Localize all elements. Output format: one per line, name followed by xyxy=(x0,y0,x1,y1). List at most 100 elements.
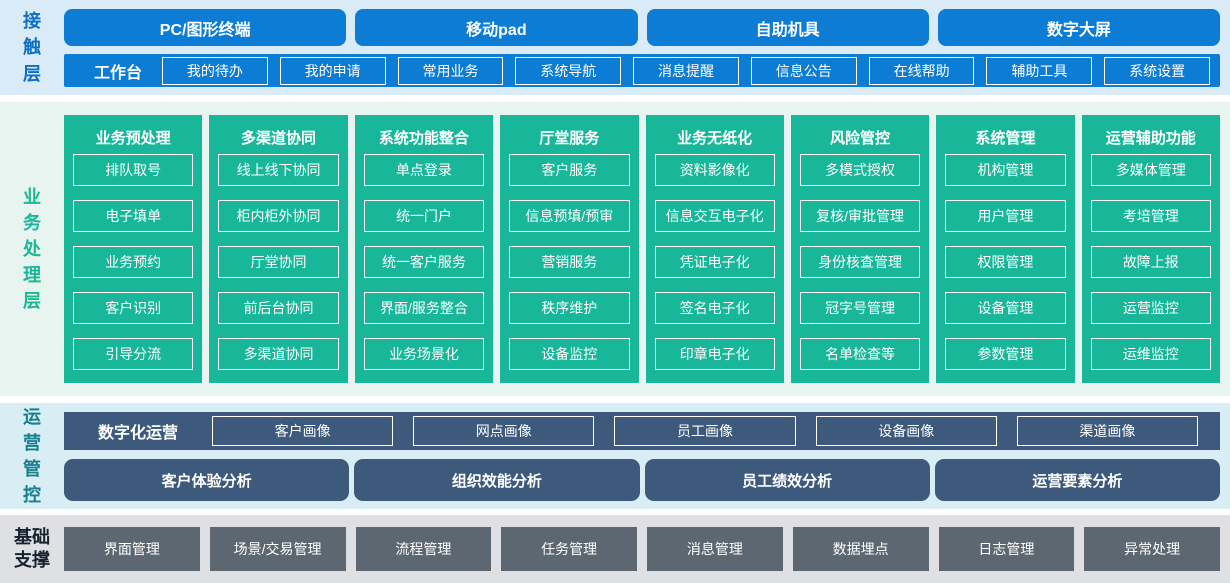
channel-pill: 数字大屏 xyxy=(937,9,1220,47)
business-item: 多媒体管理 xyxy=(1090,154,1211,186)
channel-pill: PC/图形终端 xyxy=(64,9,347,47)
business-column-ops-aux: 运营辅助功能 多媒体管理考培管理故障上报运营监控运维监控 xyxy=(1081,115,1220,383)
business-item: 冠字号管理 xyxy=(799,292,921,324)
workbench-bar: 工作台 我的待办我的申请常用业务系统导航消息提醒信息公告在线帮助辅助工具系统设置 xyxy=(64,54,1220,87)
contact-layer-gutter: 接触层 xyxy=(0,0,64,95)
foundation-items: 界面管理场景/交易管理流程管理任务管理消息管理数据埋点日志管理异常处理 xyxy=(64,515,1230,583)
business-item: 用户管理 xyxy=(945,200,1066,232)
workbench-item: 我的待办 xyxy=(162,56,268,85)
business-item: 权限管理 xyxy=(945,246,1066,278)
business-item: 信息预填/预审 xyxy=(509,200,630,232)
digital-operations-label: 数字化运营 xyxy=(97,425,178,442)
business-item: 营销服务 xyxy=(509,246,630,278)
business-item: 运维监控 xyxy=(1090,338,1211,370)
business-column-system-mgmt: 系统管理 机构管理用户管理权限管理设备管理参数管理 xyxy=(936,115,1075,383)
contact-layer-label: 接触层 xyxy=(23,11,41,84)
business-columns: 业务预处理 排队取号电子填单业务预约客户识别引导分流 多渠道协同 线上线下协同柜… xyxy=(64,102,1230,396)
business-item: 多渠道协同 xyxy=(218,338,339,370)
business-column-integration: 系统功能整合 单点登录统一门户统一客户服务界面/服务整合业务场景化 xyxy=(354,115,494,383)
business-item: 设备监控 xyxy=(509,338,630,370)
business-column-pretreatment: 业务预处理 排队取号电子填单业务预约客户识别引导分流 xyxy=(64,115,203,383)
foundation-item: 任务管理 xyxy=(501,527,637,571)
operations-layer-gutter: 运营管控 xyxy=(0,403,64,509)
digital-operations-items: 客户画像网点画像员工画像设备画像渠道画像 xyxy=(212,416,1199,446)
workbench-item: 辅助工具 xyxy=(986,56,1093,85)
business-item: 客户服务 xyxy=(509,154,630,186)
business-column-title: 运营辅助功能 xyxy=(1105,129,1196,147)
business-column-title: 系统功能整合 xyxy=(378,129,469,147)
foundation-layer-label: 基础支撑 xyxy=(14,526,50,570)
business-item: 资料影像化 xyxy=(654,154,775,186)
business-item: 复核/审批管理 xyxy=(799,200,921,232)
portrait-item: 网点画像 xyxy=(413,416,595,446)
business-column-title: 业务无纸化 xyxy=(677,129,753,147)
business-item: 运营监控 xyxy=(1090,292,1211,324)
business-item: 参数管理 xyxy=(945,338,1066,370)
business-item: 信息交互电子化 xyxy=(654,200,775,232)
business-column-paperless: 业务无纸化 资料影像化信息交互电子化凭证电子化签名电子化印章电子化 xyxy=(645,115,784,383)
foundation-item: 场景/交易管理 xyxy=(209,527,346,571)
business-item: 柜内柜外协同 xyxy=(218,200,339,232)
business-column-risk-control: 风险管控 多模式授权复核/审批管理身份核查管理冠字号管理名单检查等 xyxy=(790,115,930,383)
business-item: 名单检查等 xyxy=(799,338,921,370)
business-item: 故障上报 xyxy=(1090,246,1211,278)
business-item: 前后台协同 xyxy=(218,292,339,324)
business-item: 业务预约 xyxy=(73,246,194,278)
portrait-item: 客户画像 xyxy=(212,416,394,446)
operations-layer-band: 运营管控 数字化运营 客户画像网点画像员工画像设备画像渠道画像 客户体验分析组织… xyxy=(0,403,1230,509)
portrait-item: 设备画像 xyxy=(815,416,997,446)
business-item: 设备管理 xyxy=(945,292,1066,324)
foundation-item: 界面管理 xyxy=(64,527,200,571)
business-item: 签名电子化 xyxy=(654,292,775,324)
business-item: 凭证电子化 xyxy=(654,246,775,278)
business-item: 身份核查管理 xyxy=(799,246,921,278)
portrait-item: 渠道画像 xyxy=(1016,416,1199,446)
business-column-lobby-service: 厅堂服务 客户服务信息预填/预审营销服务秩序维护设备监控 xyxy=(500,115,639,383)
business-column-title: 厅堂服务 xyxy=(539,129,600,147)
business-item: 多模式授权 xyxy=(799,154,921,186)
foundation-item: 日志管理 xyxy=(938,527,1075,571)
business-item: 秩序维护 xyxy=(509,292,630,324)
workbench-item: 常用业务 xyxy=(397,56,504,85)
business-item: 统一门户 xyxy=(363,200,485,232)
business-item: 印章电子化 xyxy=(654,338,775,370)
workbench-item: 系统设置 xyxy=(1104,56,1211,85)
analysis-box: 运营要素分析 xyxy=(934,459,1220,501)
business-item: 排队取号 xyxy=(73,154,194,186)
business-column-title: 业务预处理 xyxy=(95,129,171,147)
analysis-row: 客户体验分析组织效能分析员工绩效分析运营要素分析 xyxy=(64,459,1220,501)
business-item: 统一客户服务 xyxy=(363,246,485,278)
analysis-box: 客户体验分析 xyxy=(64,459,350,501)
business-item: 单点登录 xyxy=(363,154,485,186)
business-item: 考培管理 xyxy=(1090,200,1211,232)
business-layer-label: 业务处理层 xyxy=(23,186,41,312)
channel-pill: 移动pad xyxy=(355,9,638,47)
workbench-items: 我的待办我的申请常用业务系统导航消息提醒信息公告在线帮助辅助工具系统设置 xyxy=(162,56,1211,85)
business-item: 厅堂协同 xyxy=(218,246,339,278)
business-item: 业务场景化 xyxy=(363,338,485,370)
business-item: 电子填单 xyxy=(73,200,194,232)
foundation-item: 流程管理 xyxy=(355,527,492,571)
business-column-title: 多渠道协同 xyxy=(241,129,317,147)
workbench-item: 我的申请 xyxy=(279,56,386,85)
foundation-layer-band: 基础支撑 界面管理场景/交易管理流程管理任务管理消息管理数据埋点日志管理异常处理 xyxy=(0,515,1230,583)
analysis-box: 员工绩效分析 xyxy=(644,459,930,501)
business-column-title: 风险管控 xyxy=(830,129,891,147)
business-column-title: 系统管理 xyxy=(975,129,1036,147)
foundation-layer-gutter: 基础支撑 xyxy=(0,515,64,583)
operations-layer-label: 运营管控 xyxy=(23,406,41,506)
foundation-item: 异常处理 xyxy=(1084,527,1220,571)
business-layer-gutter: 业务处理层 xyxy=(0,102,64,396)
foundation-item: 消息管理 xyxy=(647,527,783,571)
business-item: 界面/服务整合 xyxy=(363,292,485,324)
business-layer-band: 业务处理层 业务预处理 排队取号电子填单业务预约客户识别引导分流 多渠道协同 线… xyxy=(0,102,1230,396)
business-item: 客户识别 xyxy=(73,292,194,324)
digital-operations-bar: 数字化运营 客户画像网点画像员工画像设备画像渠道画像 xyxy=(64,412,1220,450)
business-item: 机构管理 xyxy=(945,154,1066,186)
analysis-box: 组织效能分析 xyxy=(354,459,640,501)
workbench-label: 工作台 xyxy=(93,64,142,82)
business-item: 引导分流 xyxy=(73,338,194,370)
